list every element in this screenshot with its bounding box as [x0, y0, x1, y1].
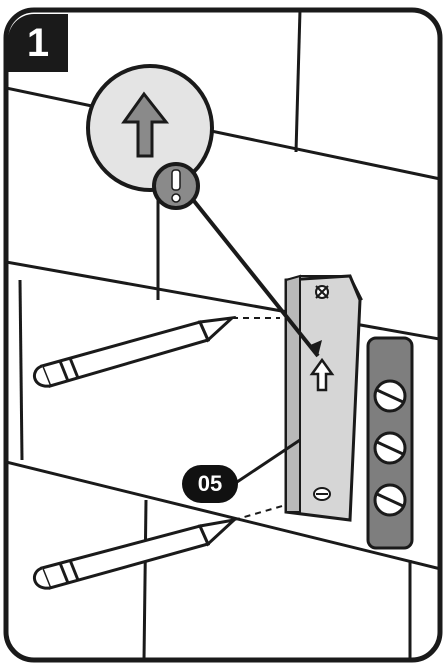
wall-bracket: [284, 274, 363, 522]
magnified-callout: [86, 64, 214, 192]
screw-3-icon: [373, 483, 407, 517]
part-number-label: 05: [182, 465, 238, 503]
bracket-arrow-icon: [309, 357, 335, 392]
wall-tiles: [6, 10, 440, 660]
pencil-lower-icon: [33, 501, 297, 590]
screw-1-icon: [373, 379, 407, 413]
step-number-badge: 1: [8, 14, 68, 72]
exclamation-icon: [152, 162, 200, 210]
callout-pointer: [188, 194, 322, 358]
wall-plug-panel: [366, 336, 414, 550]
illustration-frame: [3, 7, 443, 663]
part-leader-line: [233, 438, 301, 486]
arrow-up-icon: [121, 91, 170, 158]
screw-2-icon: [373, 431, 407, 465]
screw-hole-top-icon: [315, 285, 329, 299]
pencil-upper-icon: [33, 315, 280, 388]
screw-hole-bottom-icon: [313, 487, 331, 501]
